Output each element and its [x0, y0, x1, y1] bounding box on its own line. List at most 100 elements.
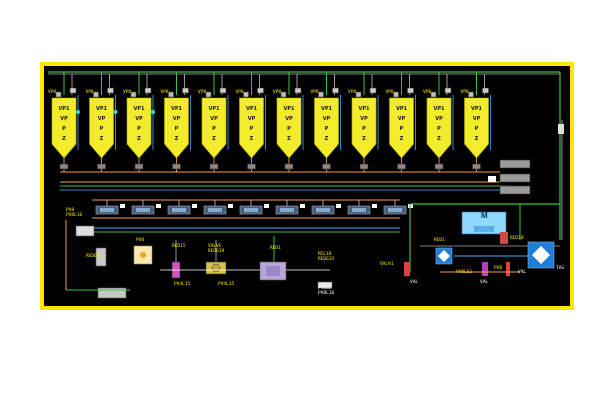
- tank-text: VP1: [395, 106, 407, 112]
- tank-top-label: VP8: [235, 90, 244, 95]
- tank-text: Z: [324, 136, 329, 142]
- tank-text: VP1: [283, 106, 295, 112]
- tank-text: VP1: [245, 106, 257, 112]
- tank-top-valve: [407, 87, 414, 94]
- right-valve-handle: [488, 176, 496, 182]
- tank-outlet-valve: [134, 163, 144, 170]
- outlet-label: PV8LE PV8L16: [318, 286, 335, 296]
- tank-text: Z: [362, 136, 366, 142]
- tank-body: [464, 97, 489, 159]
- tank-text: VP1: [470, 106, 482, 112]
- tank-text: P: [474, 126, 479, 132]
- tank-text: Z: [249, 136, 254, 142]
- tank-text: P: [399, 126, 404, 132]
- right-valve2-label: PV8LS1: [456, 270, 473, 275]
- tank-body: [351, 97, 377, 159]
- heater-core: [266, 266, 280, 276]
- right-sensor: [558, 124, 564, 134]
- tank-text: VP: [172, 116, 181, 122]
- tank-text: P: [324, 126, 329, 132]
- tank-text: VP: [135, 116, 143, 122]
- tank-text: VP: [435, 116, 443, 122]
- tank-top-valve-left: [130, 91, 137, 98]
- tank-outlet-valve: [59, 163, 69, 170]
- tank-top-label: VP8: [423, 90, 432, 95]
- tank-text: VP: [60, 116, 68, 122]
- outlet-valve: [317, 281, 333, 289]
- tank-outlet-valve: [359, 163, 369, 170]
- mid-valve-core: [208, 208, 222, 212]
- mid-valve-core: [388, 208, 402, 212]
- mid-valve-core: [316, 208, 330, 212]
- mid-valve-tag: [264, 204, 269, 208]
- tank-top-valve: [182, 87, 189, 94]
- tank-top-label: VP8: [460, 90, 469, 95]
- tank-indicator: [113, 109, 118, 115]
- mid-valve-tag: [372, 204, 377, 208]
- tank-text: VP1: [58, 106, 70, 112]
- tank-text: P: [287, 126, 291, 132]
- mid-valve-tag: [192, 204, 197, 208]
- right-valve-block-3: [499, 185, 531, 195]
- tank-outlet-valve: [434, 163, 444, 170]
- tank-top-valve-left: [468, 91, 474, 98]
- right-red-pump-2: [506, 262, 510, 276]
- tank-top-valve: [257, 87, 264, 94]
- right-purple-pump: [482, 262, 488, 276]
- tank-outlet-valve: [472, 163, 481, 170]
- tank-top-valve-left: [93, 91, 99, 98]
- tank-text: VP: [322, 116, 331, 122]
- mid-valve-tag: [300, 204, 305, 208]
- pump-2-rotor: [211, 263, 221, 273]
- mid-valve-label: PV8: [136, 238, 145, 243]
- module-display: [474, 226, 494, 232]
- tank-top-label: VP8: [160, 90, 169, 95]
- tank-top-label: VP8: [48, 90, 57, 95]
- tank-text: VP1: [358, 106, 370, 112]
- tank-top-label: VP8: [310, 90, 319, 95]
- tank-text: Z: [212, 136, 216, 142]
- tank-top-valve-left: [430, 91, 437, 98]
- tank-outlet-valve: [97, 163, 106, 170]
- tank-top-valve: [144, 87, 152, 94]
- tank-top-label: VP8: [198, 90, 207, 95]
- tank-text: VP: [360, 116, 368, 122]
- right-red-pump: [404, 262, 410, 276]
- tank-indicator: [150, 109, 156, 115]
- tank-outlet-valve: [322, 163, 331, 170]
- flow-label: MIL18 RED615: [318, 252, 335, 262]
- bottom-pump: [97, 287, 127, 299]
- tank-outlet-valve: [397, 163, 406, 170]
- tank-indicator: [75, 109, 81, 115]
- mid-tank-indicator: [140, 252, 146, 258]
- tank-top-valve: [107, 87, 114, 94]
- tank-top-valve: [69, 87, 77, 94]
- pump-label-4: PV4L15: [218, 282, 235, 287]
- tank-top-valve: [219, 87, 227, 94]
- tank-text: VP1: [133, 106, 145, 112]
- right-label-e: VAL: [480, 280, 489, 285]
- tank-top-valve-left: [205, 91, 212, 98]
- tank-text: VP1: [170, 106, 182, 112]
- mid-valve-tag: [228, 204, 233, 208]
- right-exchanger-symbol: [532, 246, 550, 264]
- tank-top-valve: [482, 87, 489, 94]
- right-valve-label: VAL91: [380, 262, 394, 267]
- tank-text: Z: [437, 136, 441, 142]
- tank-top-valve-left: [168, 91, 174, 98]
- tank-outlet-valve: [284, 163, 294, 170]
- tank-body: [164, 97, 189, 159]
- tank-text: P: [212, 126, 216, 132]
- tank-text: VP: [472, 116, 481, 122]
- left-valve-label: PV8 PV8L16: [66, 208, 83, 218]
- tank-text: Z: [137, 136, 141, 142]
- tank-text: Z: [287, 136, 291, 142]
- tank-text: Z: [174, 136, 179, 142]
- tank-top-valve-left: [355, 91, 362, 98]
- tank-top-valve-left: [393, 91, 399, 98]
- tank-outlet-valve: [209, 163, 219, 170]
- tank-top-label: VP8: [385, 90, 394, 95]
- right-label-c: RED10: [510, 236, 524, 241]
- mid-valve-tag: [120, 204, 125, 208]
